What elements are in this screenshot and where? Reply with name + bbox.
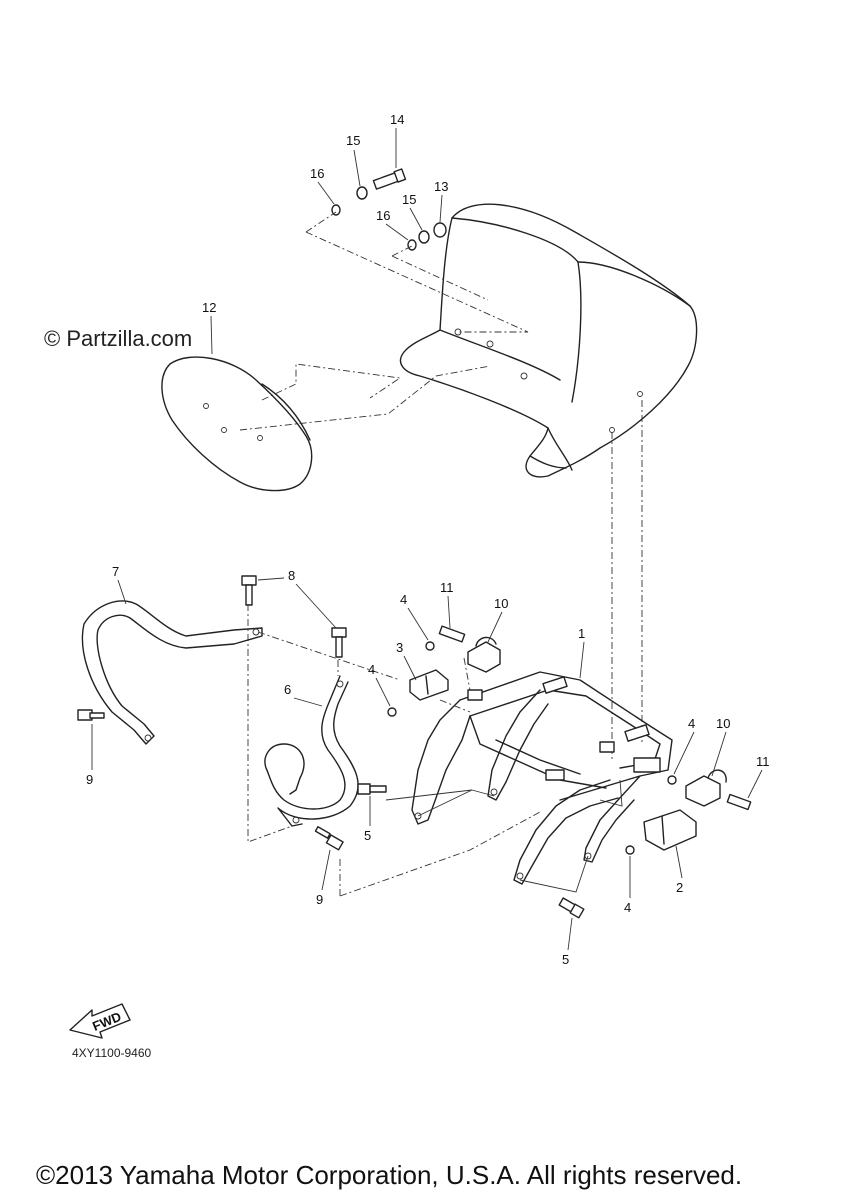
callout-8: 8 [288,568,295,583]
nut-4c [667,775,677,785]
bolt-8b [331,627,347,658]
partzilla-watermark: © Partzilla.com [44,326,193,351]
rear-seat-cowl [399,203,698,478]
grab-handle-right [264,675,359,827]
bracket-3 [409,669,449,701]
callout-4a: 4 [400,592,407,607]
callout-16a: 16 [310,166,324,181]
bolt-9a [77,709,105,721]
callout-9b: 9 [316,892,323,907]
leader-lines [385,779,623,893]
screw-11a [438,625,466,643]
bolt-8a [241,575,257,606]
bolt-9b [314,826,344,851]
diagram-code: 4XY1100-9460 [72,1046,152,1060]
nut-13 [433,222,447,238]
nut-4b [387,707,397,717]
callout-12: 12 [202,300,216,315]
callout-15b: 15 [402,192,416,207]
carrier-frame [411,671,673,885]
screw-11b [726,793,752,811]
callout-4c: 4 [688,716,695,731]
callout-4d: 4 [624,900,631,915]
callout-5a: 5 [364,828,371,843]
bracket-2 [643,809,697,851]
nut-16b [407,239,417,251]
copyright-notice: ©2013 Yamaha Motor Corporation, U.S.A. A… [36,1160,743,1190]
screw-14 [372,168,407,190]
fwd-arrow-icon: FWD [69,1003,131,1039]
callout-14: 14 [390,112,404,127]
callout-1: 1 [578,626,585,641]
nut-16a [331,204,341,216]
backrest-pad [161,356,313,492]
callout-4b: 4 [368,662,375,677]
nut-4d [625,845,635,855]
alignment-lines-bottom [247,604,541,897]
callout-9a: 9 [86,772,93,787]
washer-15b [418,230,430,244]
callout-10a: 10 [494,596,508,611]
grab-handle-left [81,600,263,745]
callout-6: 6 [284,682,291,697]
clamp-10a [467,636,501,673]
callout-5b: 5 [562,952,569,967]
callout-15a: 15 [346,133,360,148]
callout-13: 13 [434,179,448,194]
fwd-label: FWD [90,1009,123,1034]
alignment-lines-top [239,211,643,760]
clamp-10b [685,769,727,807]
nut-4a [425,641,435,651]
bolt-5a [357,783,387,795]
washer-15a [356,186,368,200]
callout-10b: 10 [716,716,730,731]
callout-3: 3 [396,640,403,655]
callout-11b: 11 [756,754,770,769]
callout-16b: 16 [376,208,390,223]
callout-7: 7 [112,564,119,579]
callout-numbers: 14 15 16 13 15 16 12 7 8 9 4 11 10 3 4 1… [86,112,770,967]
callout-11a: 11 [440,580,454,595]
callout-2: 2 [676,880,683,895]
bolt-5b [558,897,585,919]
